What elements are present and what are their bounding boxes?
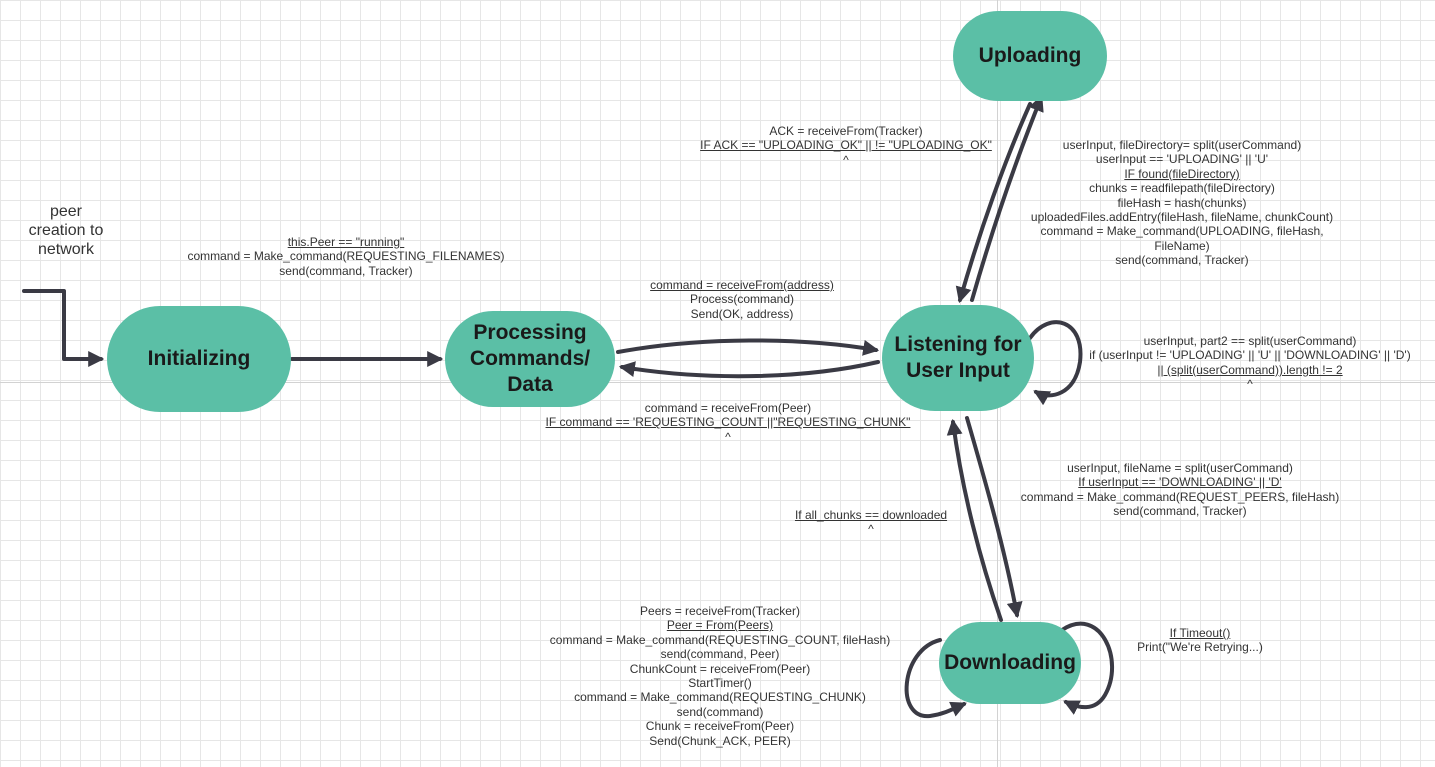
note-line: chunks = readfilepath(fileDirectory) [1089,181,1275,196]
note-line: FileName) [1154,238,1210,253]
state-uploading[interactable]: Uploading [953,11,1107,101]
start-caption: peer creation to network [18,202,114,259]
canvas-guide-horizontal [0,382,1435,383]
state-processing-label-line: Commands/ [469,347,591,370]
arrow-downloading-to-listening[interactable] [946,418,1003,622]
state-downloading[interactable]: Downloading [939,622,1081,704]
state-listening[interactable]: Listening for User Input [882,305,1034,411]
note-line: command = Make_command(REQUESTING_CHUNK) [574,690,866,705]
state-processing-label-line: Data [507,373,553,396]
note-listening-to-processing: command = receiveFrom(Peer)IF command ==… [528,401,928,444]
note-line: ^ [868,522,874,537]
note-line: Print("We're Retrying...) [1137,640,1263,655]
arrow-downloading-self-left[interactable] [904,638,967,719]
note-line: IF ACK == "UPLOADING_OK" || != "UPLOADIN… [700,138,992,153]
note-line: Send(Chunk_ACK, PEER) [649,733,791,748]
note-listening-to-downloading: userInput, fileName = split(userCommand)… [1010,461,1350,519]
note-downloading-self-loop-left: Peers = receiveFrom(Tracker)Peer = From(… [536,604,904,748]
note-line: IF command == 'REQUESTING_COUNT ||"REQUE… [545,415,911,430]
note-line: command = receiveFrom(address) [650,278,834,292]
note-line: If userInput == 'DOWNLOADING' || 'D' [1078,475,1282,490]
start-caption-line: creation to [28,222,104,239]
note-uploading-to-listening: ACK = receiveFrom(Tracker)IF ACK == "UPL… [686,124,1006,167]
note-line: fileHash = hash(chunks) [1117,195,1247,210]
note-line: this.Peer == "running" [287,235,405,249]
note-line: Send(OK, address) [690,306,794,321]
note-line: Peer = From(Peers) [666,618,774,633]
state-listening-label: Listening for User Input [894,332,1021,384]
note-line: command = Make_command(REQUESTING_FILENA… [187,249,505,264]
note-line: command = Make_command(UPLOADING, fileHa… [1040,224,1324,239]
note-line: userInput, fileDirectory= split(userComm… [1062,138,1302,152]
state-processing-commands[interactable]: Processing Commands/ Data [445,311,615,407]
note-listening-self-loop: userInput, part2 == split(userCommand)if… [1070,334,1430,392]
arrow-listening-to-processing[interactable] [618,360,880,379]
start-caption-line: network [37,241,95,258]
note-downloading-to-listening: If all_chunks == downloaded^ [776,508,966,537]
note-line: uploadedFiles.addEntry(fileHash, fileNam… [1030,210,1334,225]
arrow-downloading-self-right[interactable] [1060,621,1115,715]
start-arrow[interactable] [22,289,105,367]
note-line: Process(command) [689,292,795,307]
start-caption-line: peer [49,203,83,220]
note-line: userInput, fileName = split(userCommand) [1067,461,1293,475]
state-initializing[interactable]: Initializing [107,306,291,412]
arrow-listening-to-downloading[interactable] [965,416,1023,619]
state-processing-label-line: Processing [473,321,587,344]
note-line: send(command) [676,704,764,719]
note-line: ACK = receiveFrom(Tracker) [769,124,923,138]
arrow-listening-to-uploading[interactable] [970,95,1044,302]
note-listening-to-uploading: userInput, fileDirectory= split(userComm… [1012,138,1352,268]
note-line: ^ [1247,377,1253,392]
note-line: command = Make_command(REQUESTING_COUNT,… [549,632,891,647]
note-line: send(command, Tracker) [1115,253,1249,268]
note-line: command = Make_command(REQUEST_PEERS, fi… [1020,489,1340,504]
note-line: || (split(userCommand)).length != 2 [1157,362,1343,377]
note-line: StartTimer() [688,676,752,691]
state-initializing-label: Initializing [147,347,251,370]
state-processing-label: Processing Commands/ Data [470,320,590,398]
note-processing-to-listening: command = receiveFrom(address)Process(co… [612,278,872,321]
note-line: If all_chunks == downloaded [794,508,948,522]
note-line: send(command, Tracker) [1113,504,1247,519]
note-line: userInput, part2 == split(userCommand) [1143,334,1357,348]
arrow-uploading-to-listening[interactable] [955,102,1032,304]
note-line: ^ [843,152,849,167]
state-listening-label-line: Listening for [894,333,1022,356]
note-line: ^ [725,429,731,444]
note-line: ChunkCount = receiveFrom(Peer) [629,661,811,676]
note-line: send(command, Peer) [660,647,780,662]
note-init-to-processing: this.Peer == "running"command = Make_com… [176,235,516,278]
state-uploading-label: Uploading [978,44,1082,67]
note-line: Peers = receiveFrom(Tracker) [640,604,800,618]
arrow-processing-to-listening[interactable] [616,338,880,356]
state-listening-label-line: User Input [906,359,1010,382]
note-line: if (userInput != 'UPLOADING' || 'U' || '… [1089,348,1411,363]
note-line: If Timeout() [1169,626,1231,640]
note-line: command = receiveFrom(Peer) [644,401,812,415]
note-downloading-self-loop-right: If Timeout()Print("We're Retrying...) [1120,626,1280,655]
note-line: Chunk = receiveFrom(Peer) [645,719,795,734]
arrow-listening-self-loop[interactable] [1028,320,1083,406]
note-line: IF found(fileDirectory) [1124,166,1240,181]
state-downloading-label: Downloading [944,651,1076,674]
note-line: userInput == 'UPLOADING' || 'U' [1095,152,1269,167]
note-line: send(command, Tracker) [279,263,413,278]
